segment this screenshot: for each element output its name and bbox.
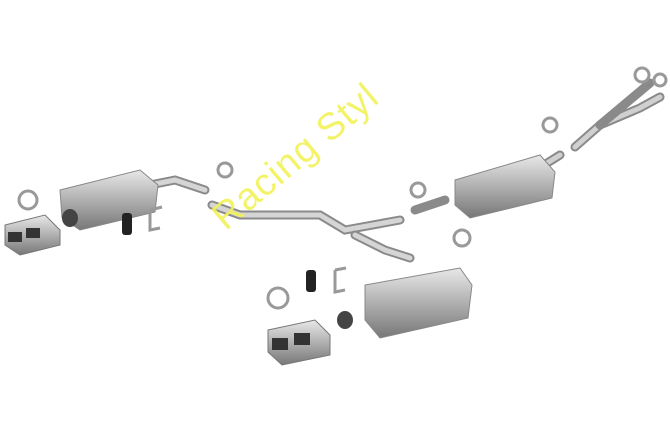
hangers [122, 205, 347, 294]
clamps [17, 66, 668, 310]
mufflers [59, 154, 556, 339]
exhaust-tips [4, 209, 353, 366]
